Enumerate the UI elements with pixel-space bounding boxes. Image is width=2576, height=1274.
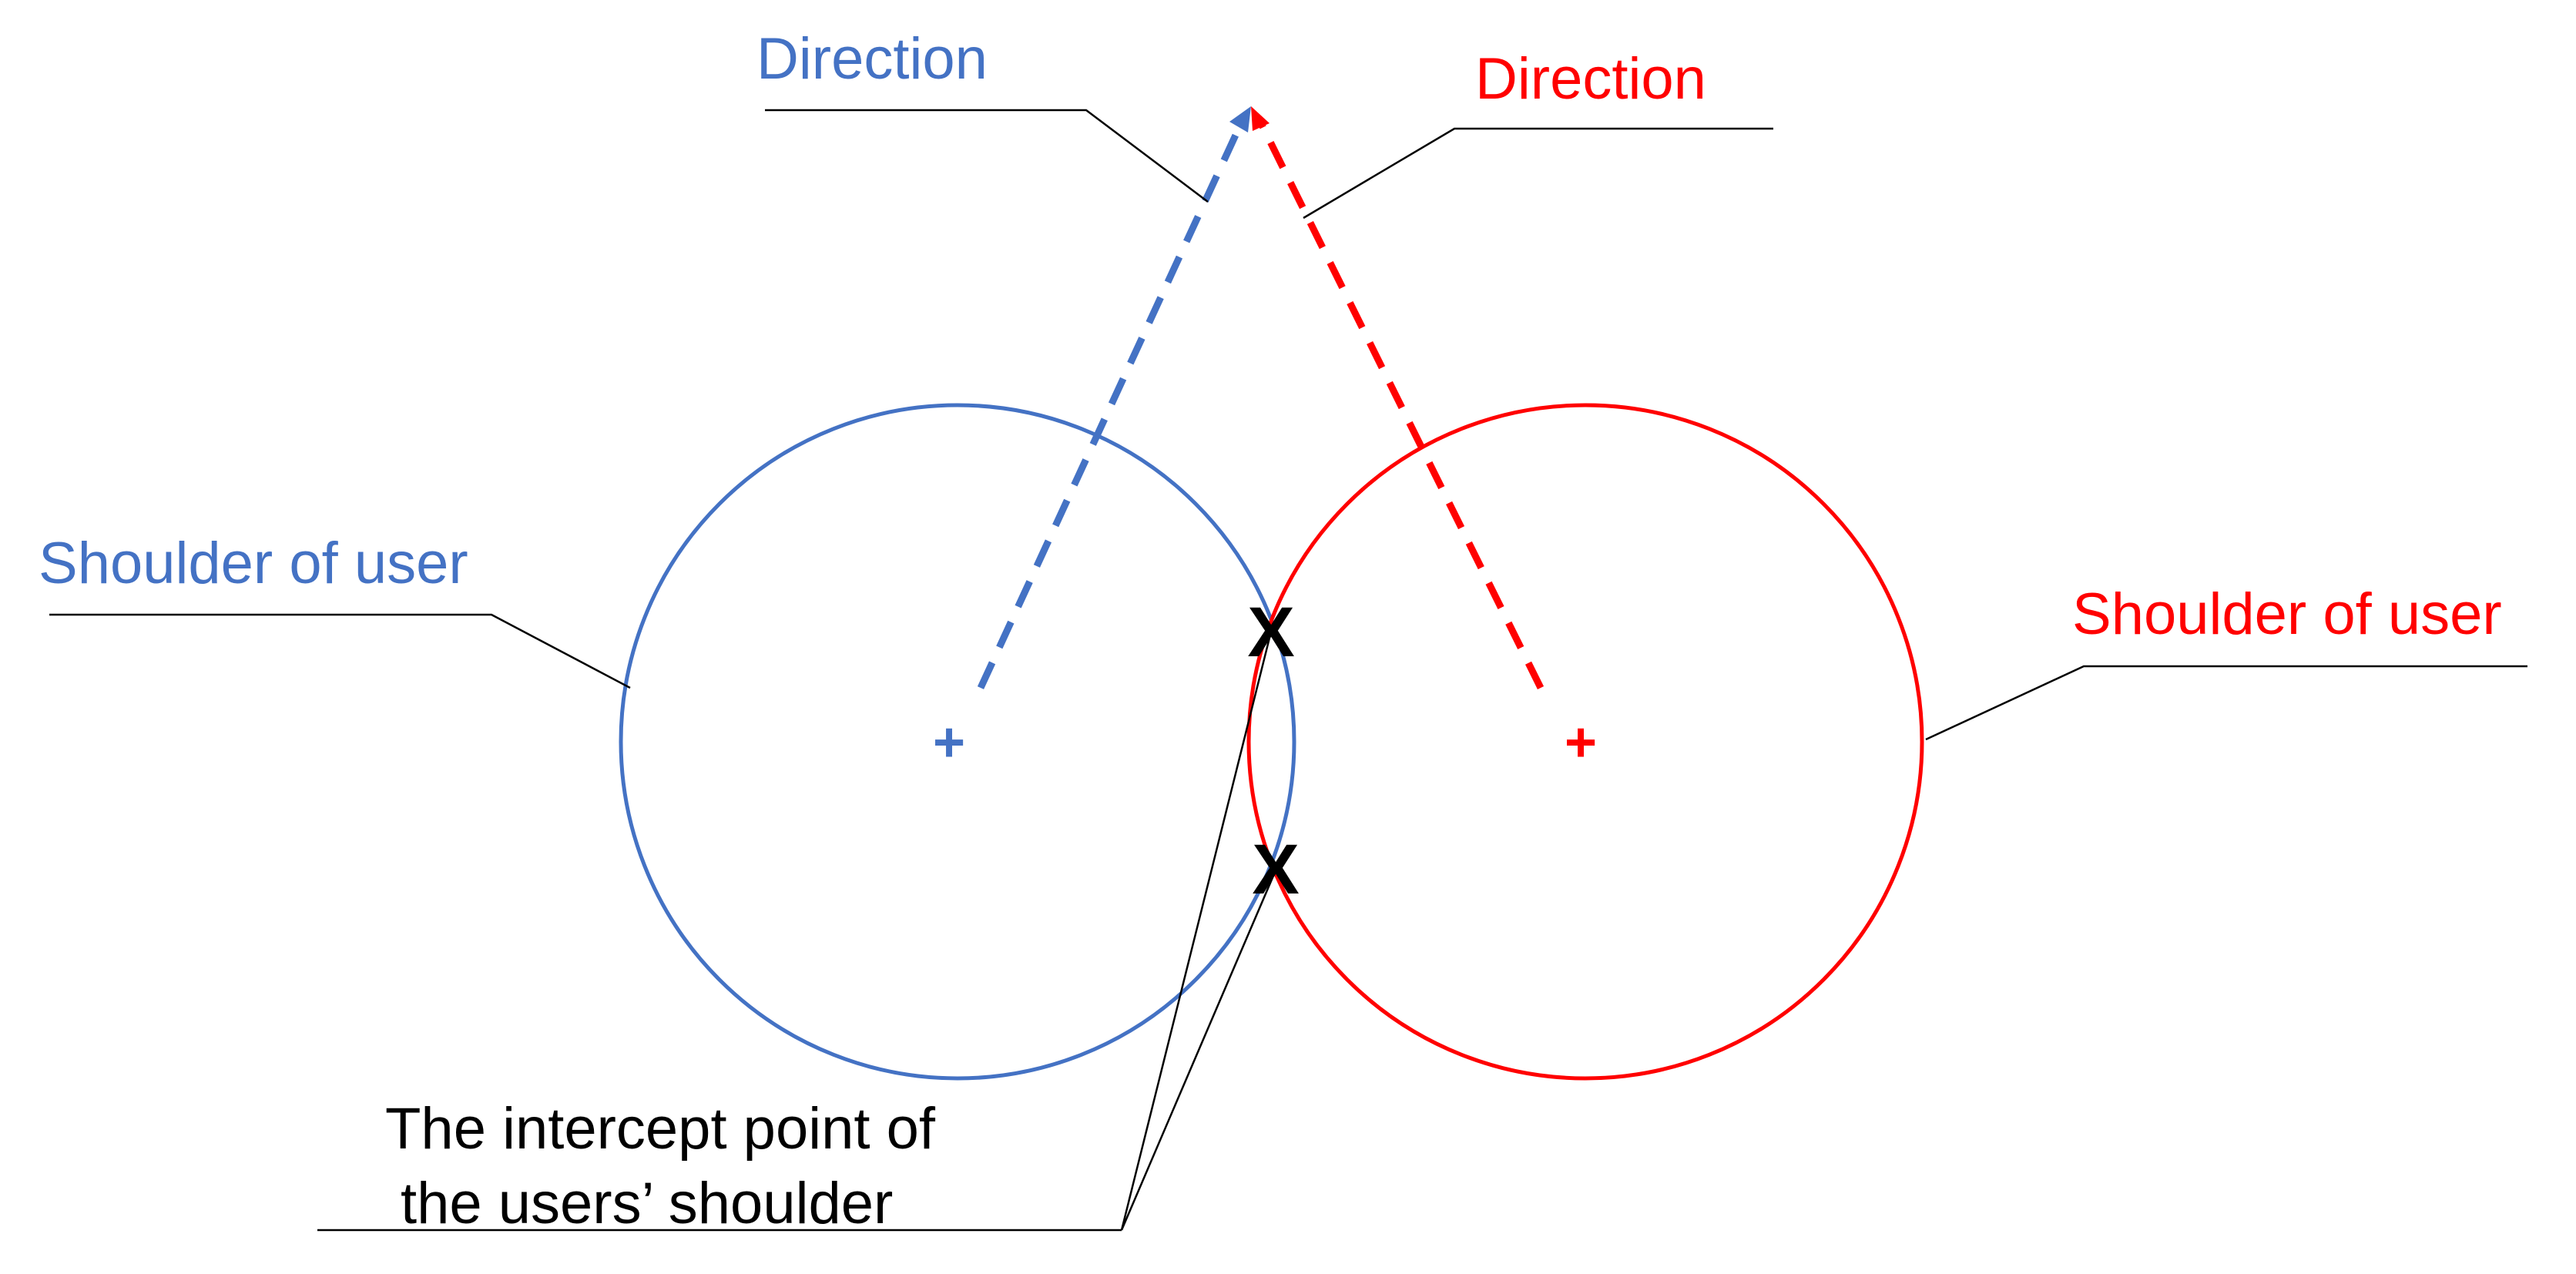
intercept-marker-lower: X bbox=[1252, 830, 1299, 909]
right-direction-leader bbox=[1303, 127, 1773, 220]
left-center-mark: + bbox=[933, 712, 965, 773]
intercept-leader-lower bbox=[1120, 870, 1277, 1231]
right-shoulder-leader bbox=[1925, 665, 2527, 741]
left-direction-arrowhead bbox=[1229, 106, 1251, 132]
left-direction-arrow bbox=[977, 120, 1246, 689]
left-shoulder-leader bbox=[49, 613, 631, 689]
right-center-mark: + bbox=[1565, 712, 1597, 773]
right-direction-arrowhead bbox=[1251, 106, 1270, 131]
right-shoulder-label: Shoulder of user bbox=[2072, 582, 2502, 647]
intercept-label-line1: The intercept point of bbox=[385, 1096, 936, 1162]
right-direction-arrow bbox=[1256, 120, 1545, 689]
right-direction-label: Direction bbox=[1475, 46, 1706, 112]
right-shoulder-circle bbox=[1246, 403, 1924, 1081]
left-direction-label: Direction bbox=[756, 26, 988, 92]
left-direction-leader bbox=[765, 109, 1209, 203]
left-shoulder-label: Shoulder of user bbox=[39, 531, 468, 596]
intercept-label-line2: the users’ shoulder bbox=[401, 1171, 893, 1236]
left-shoulder-circle bbox=[619, 403, 1296, 1081]
intercept-leader-upper bbox=[1120, 631, 1273, 1231]
intercept-marker-upper: X bbox=[1247, 593, 1294, 672]
